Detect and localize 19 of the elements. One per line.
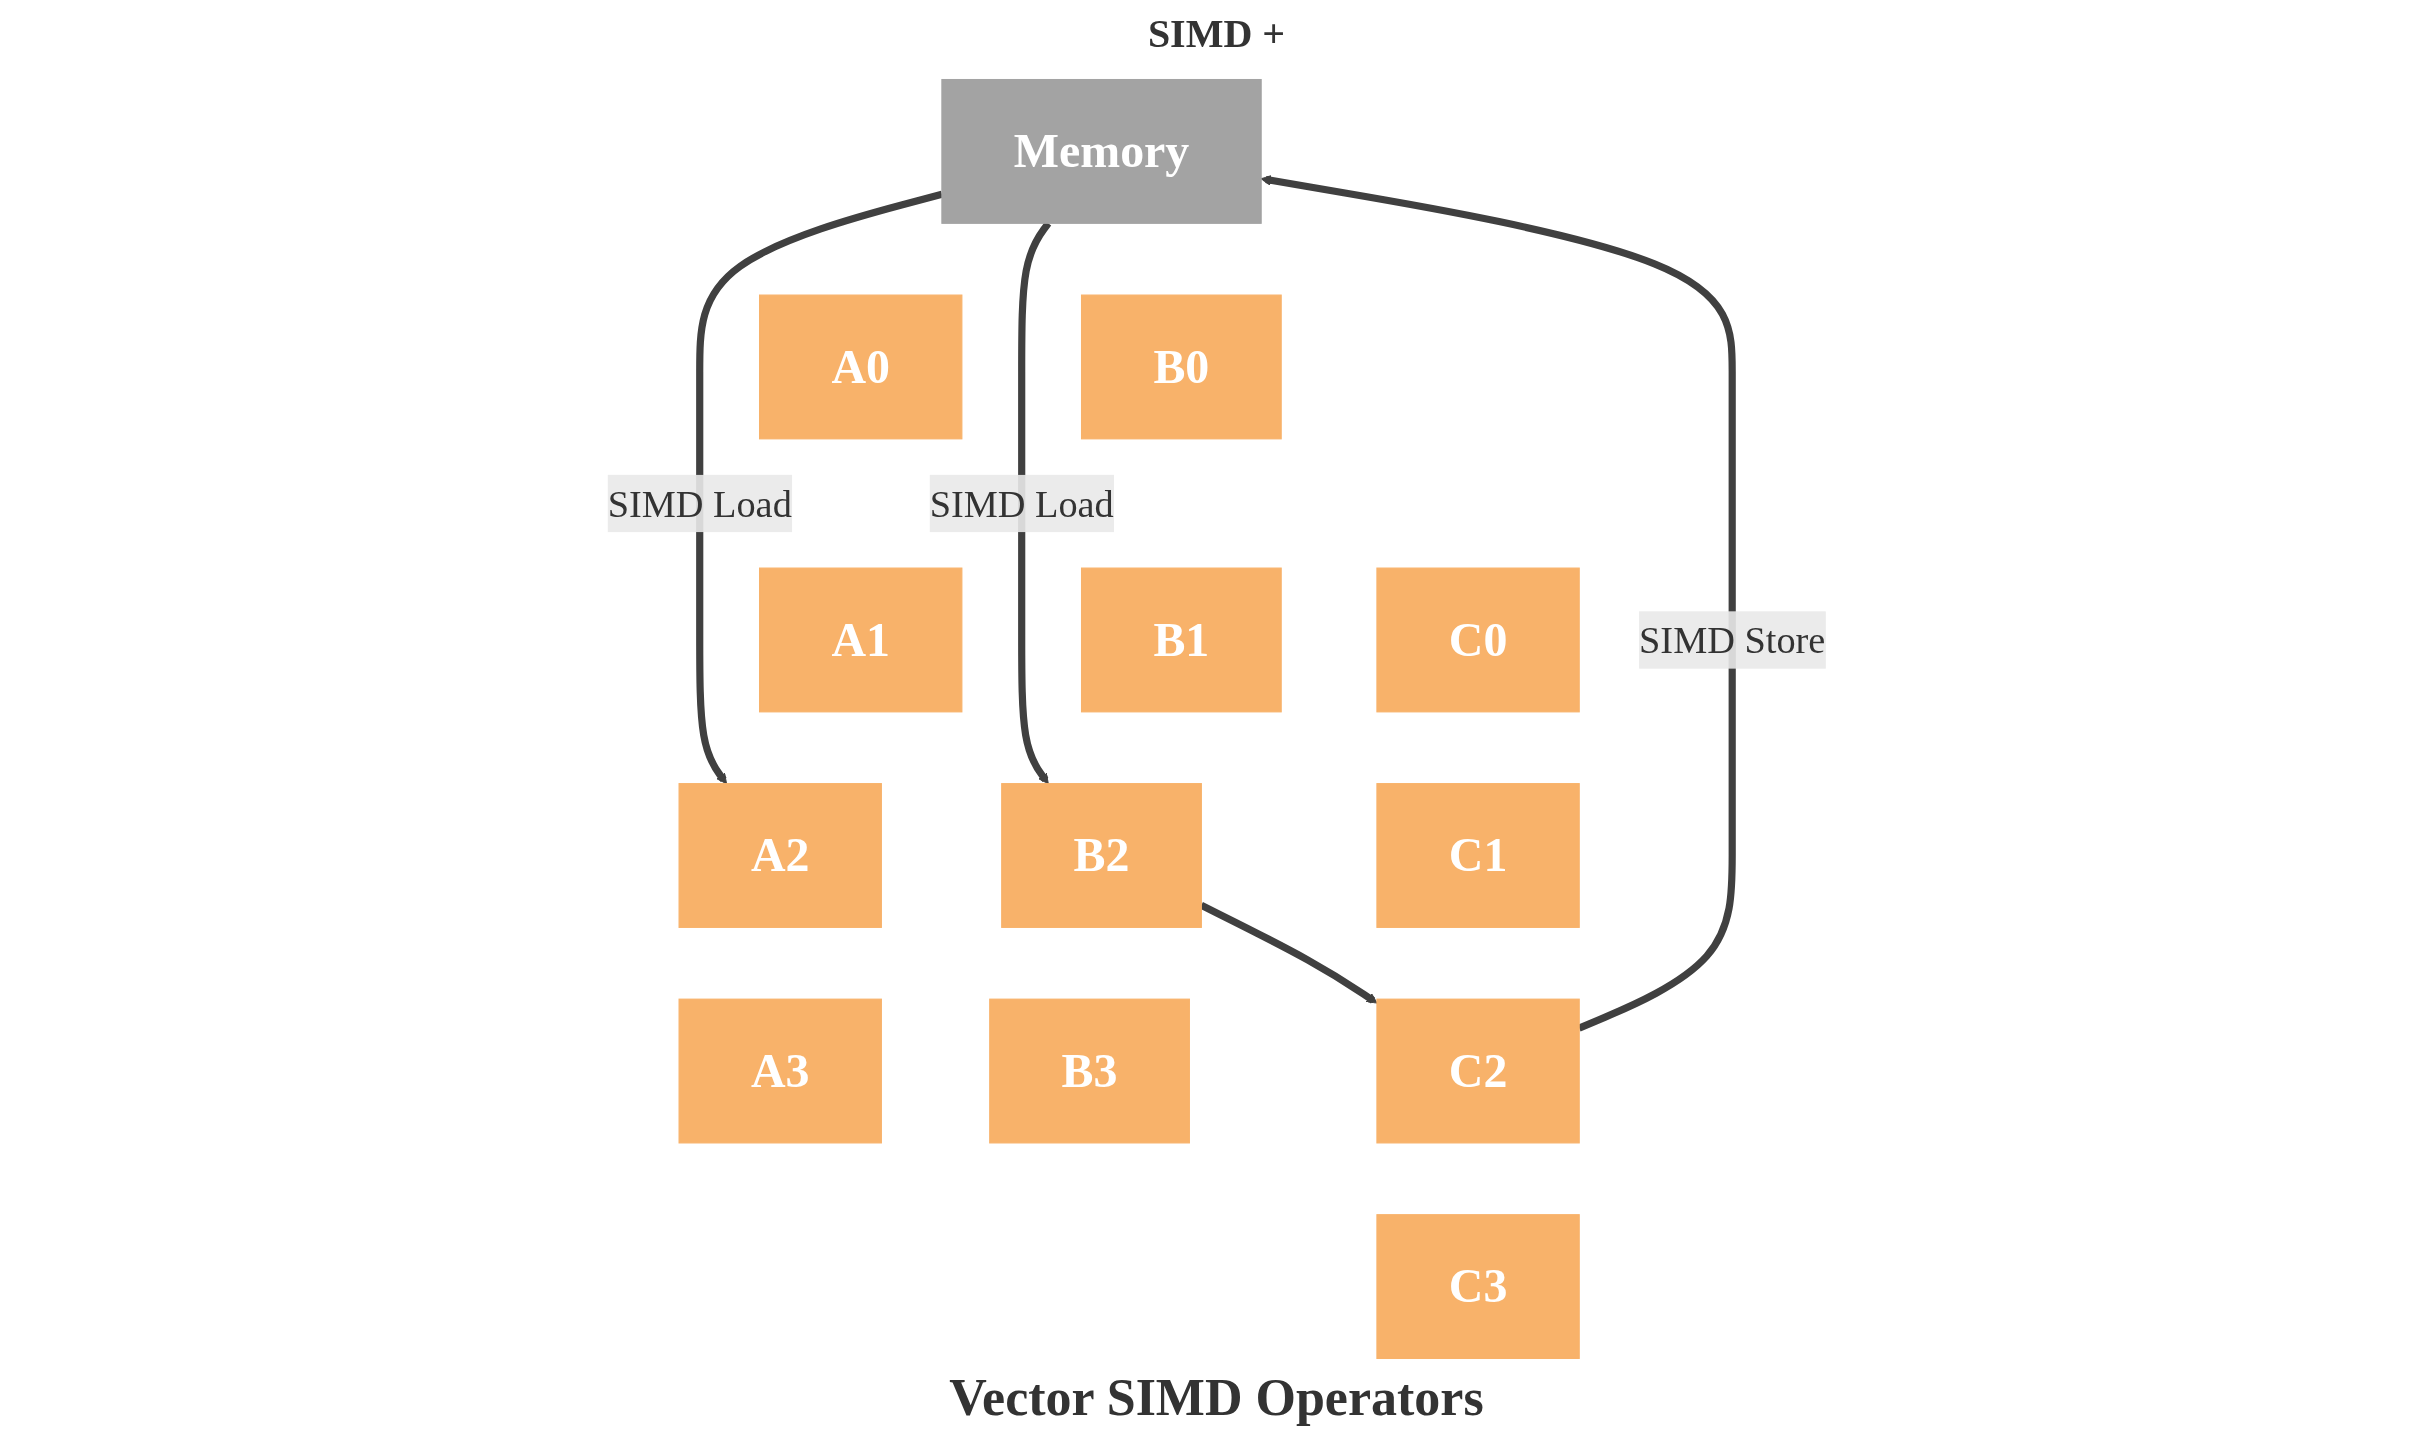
node-box: A2 <box>678 783 882 928</box>
arrow <box>1199 902 1378 1004</box>
edge-label: SIMD Load <box>607 481 792 526</box>
node-box: Memory <box>941 79 1262 224</box>
node-box: C0 <box>1376 567 1580 713</box>
node-box: B1 <box>1080 567 1282 713</box>
edge-label: SIMD Load <box>929 481 1114 526</box>
node-box: C3 <box>1376 1214 1580 1359</box>
caption: Vector SIMD Operators <box>949 1369 1484 1426</box>
node-box: A3 <box>678 998 882 1144</box>
node-box: B0 <box>1080 294 1282 440</box>
operator-label: SIMD + <box>1147 11 1286 56</box>
node-box: C1 <box>1376 783 1580 928</box>
node-box: A0 <box>759 294 963 440</box>
node-box: A1 <box>759 567 963 713</box>
edge-label: SIMD Store <box>1639 618 1826 662</box>
node-box: C2 <box>1376 998 1580 1144</box>
node-box: B2 <box>1001 783 1202 928</box>
node-box: B3 <box>989 998 1190 1144</box>
